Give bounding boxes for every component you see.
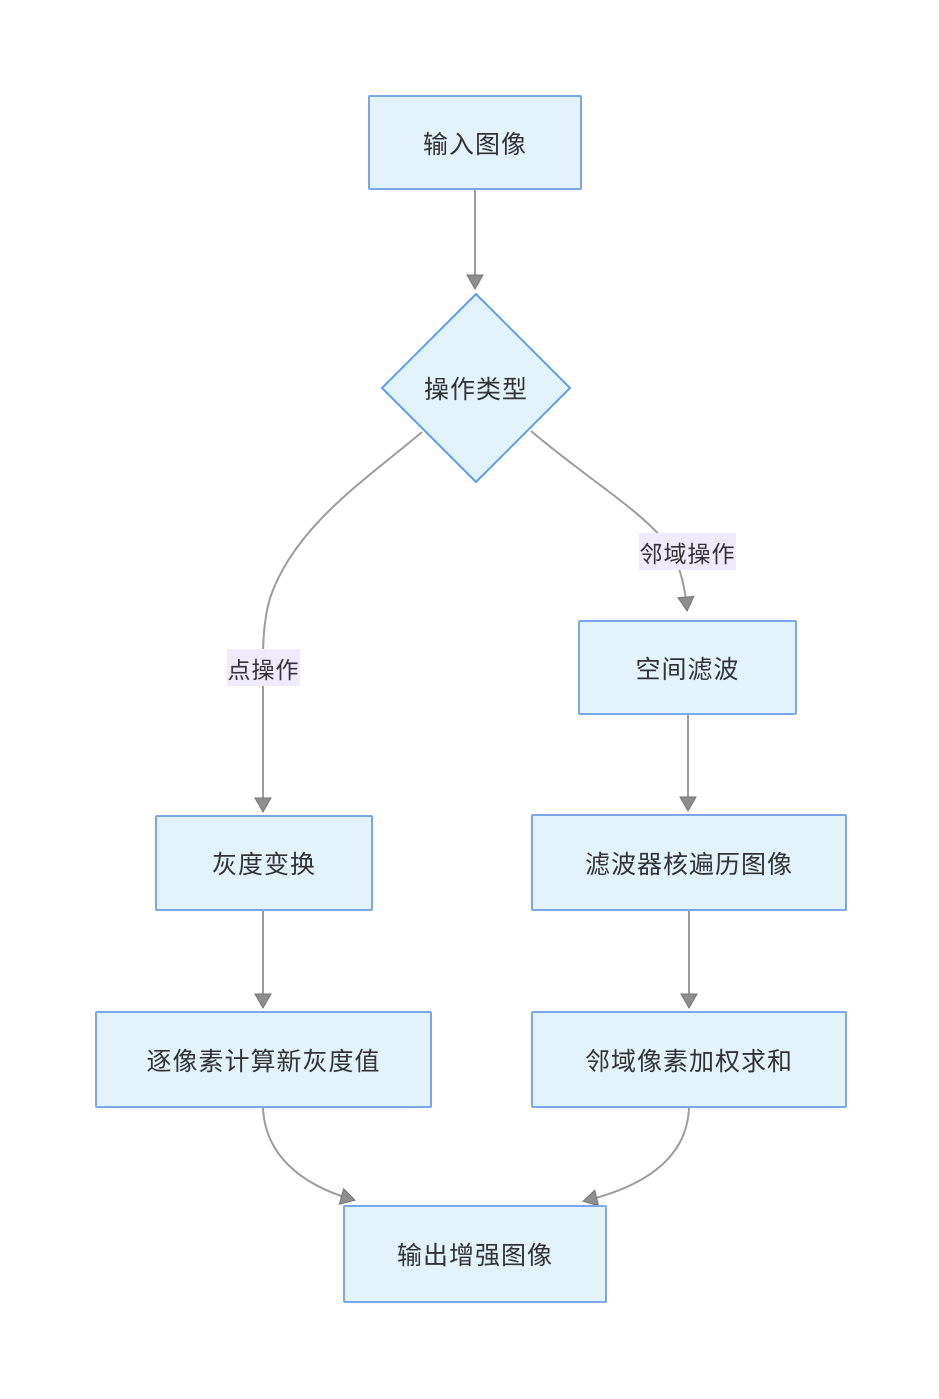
- node-output-enhanced-image: 输出增强图像: [343, 1205, 607, 1303]
- edge-operation-type-to-spatial-filter: [530, 430, 695, 613]
- edge-weighted-sum-to-output: [582, 1107, 690, 1207]
- edge-label-point-operation: 点操作: [227, 649, 300, 686]
- edge-operation-type-to-gray-transform: [254, 431, 423, 814]
- node-per-pixel-gray-value: 逐像素计算新灰度值: [95, 1011, 432, 1108]
- node-operation-type: 操作类型: [423, 376, 528, 404]
- node-kernel-traverse-image: 滤波器核遍历图像: [531, 814, 847, 911]
- node-input-image: 输入图像: [368, 95, 582, 190]
- edge-label-neighborhood-operation: 邻域操作: [639, 533, 736, 570]
- edge-per-pixel-to-output: [262, 1107, 356, 1205]
- decision-diamond-shape: [381, 293, 571, 483]
- node-spatial-filtering: 空间滤波: [578, 620, 797, 715]
- node-gray-transform: 灰度变换: [155, 815, 373, 911]
- node-neighborhood-weighted-sum: 邻域像素加权求和: [531, 1011, 847, 1108]
